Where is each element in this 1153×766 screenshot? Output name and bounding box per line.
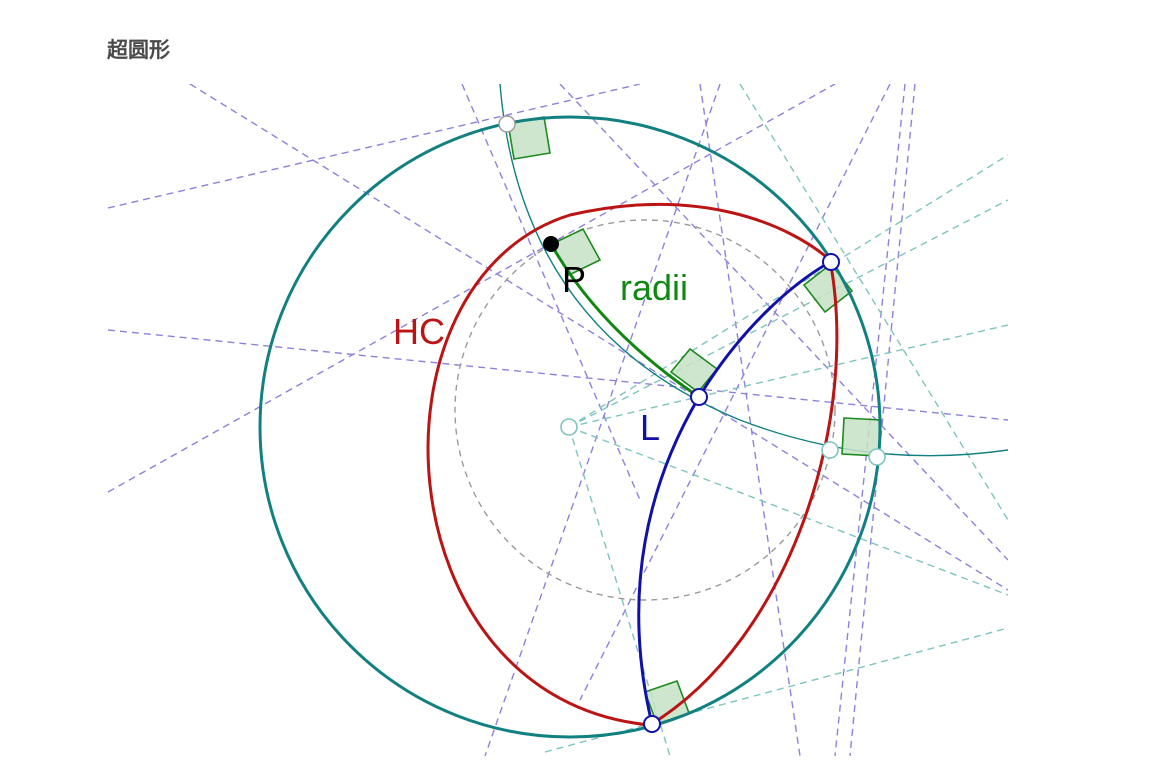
ideal-point-bottom [643, 715, 661, 733]
hypercycle-arc [426, 202, 839, 727]
label-l: L [640, 407, 660, 448]
dashed-circle [454, 219, 836, 601]
construction-line [108, 84, 836, 493]
construction-line [108, 329, 1008, 421]
right-angle-marker [802, 262, 854, 314]
label-radii: radii [620, 267, 688, 308]
orthogonal-arc [499, 84, 1008, 457]
construction-line [699, 84, 801, 756]
radii-arc [549, 243, 700, 399]
boundary-point [868, 448, 886, 466]
construction-line [189, 84, 1008, 591]
construction-line [568, 324, 1008, 428]
construction-line [568, 426, 671, 756]
construction-line [461, 84, 641, 501]
line-l [637, 260, 831, 725]
boundary-circle [258, 115, 882, 739]
construction-line [568, 426, 1008, 596]
label-p: P [562, 259, 586, 300]
center-point [560, 418, 578, 436]
construction-line [739, 84, 1008, 521]
construction-lines-teal [544, 84, 1008, 756]
foot-point [690, 388, 708, 406]
construction-line [559, 84, 1008, 561]
construction-line [579, 84, 891, 701]
point-p [543, 236, 559, 252]
label-hc: HC [393, 311, 445, 352]
ideal-point-top [498, 115, 516, 133]
construction-line [849, 84, 916, 756]
construction-line [108, 84, 641, 209]
page-title: 超圆形 [107, 38, 170, 62]
right-angle-marker [669, 347, 719, 394]
construction-line [568, 199, 1008, 428]
ideal-point-right [822, 253, 840, 271]
boundary-point [821, 441, 839, 459]
construction-line [484, 84, 721, 756]
points [498, 115, 886, 733]
construction-line [544, 627, 1008, 753]
